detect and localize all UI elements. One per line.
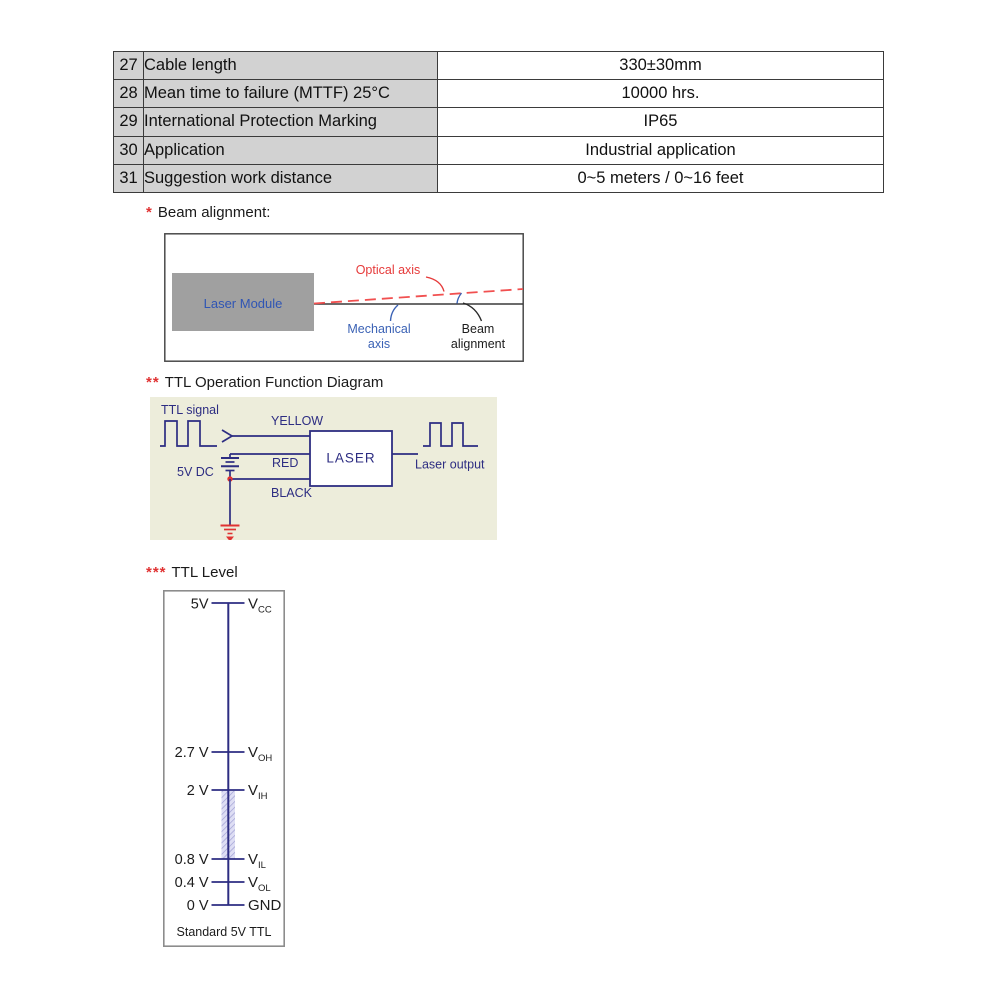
laser-module-box xyxy=(172,273,314,331)
table-row: 28 Mean time to failure (MTTF) 25°C 1000… xyxy=(113,79,884,109)
row-label-cell: Suggestion work distance xyxy=(143,163,438,193)
voltage-name: VOH xyxy=(248,744,272,764)
table-row: 29 International Protection Marking IP65 xyxy=(113,107,884,137)
voltage-value: 2.7 V xyxy=(175,745,209,761)
voltage-name: VCC xyxy=(248,596,272,616)
spec-table: 27 Cable length 330±30mm 28 Mean time to… xyxy=(113,50,884,193)
footnote-asterisk: * xyxy=(146,204,153,221)
yellow-wire-label: YELLOW xyxy=(271,414,323,428)
beam-alignment-diagram: Laser Module Optical axis Mechanical axi… xyxy=(164,233,524,362)
voltage-value: 0.8 V xyxy=(175,852,209,868)
red-wire-label: RED xyxy=(272,456,298,470)
voltage-values: 5V 2.7 V 2 V 0.8 V 0.4 V 0 V xyxy=(175,597,209,915)
voltage-name: VOL xyxy=(248,874,271,894)
row-number-cell: 27 xyxy=(113,50,144,81)
voltage-value: 0.4 V xyxy=(175,875,209,891)
voltage-ticks xyxy=(211,602,245,906)
row-number-cell: 29 xyxy=(113,107,144,137)
optical-axis-line xyxy=(313,288,524,305)
optical-axis-label: Optical axis xyxy=(356,263,421,277)
row-value-cell: 330±30mm xyxy=(437,50,884,81)
ttl-operation-diagram: TTL signal YELLOW RED BLACK 5V DC LASER xyxy=(150,397,497,540)
mechanical-axis-label: axis xyxy=(368,337,390,351)
row-number-cell: 30 xyxy=(113,135,144,165)
laser-box xyxy=(309,430,393,487)
ttl-signal-label: TTL signal xyxy=(161,403,219,417)
diagram-frame xyxy=(163,590,285,947)
beam-alignment-leader-line xyxy=(462,302,483,322)
ground-icon xyxy=(220,524,240,540)
beam-alignment-label: Beam xyxy=(462,322,495,336)
mechanical-axis-leader-line xyxy=(389,304,399,322)
diagram-caption: Standard 5V TTL xyxy=(177,925,272,939)
ttl-level-heading: ***TTL Level xyxy=(146,564,238,581)
laser-output-label: Laser output xyxy=(415,458,485,472)
table-row: 27 Cable length 330±30mm xyxy=(113,50,884,81)
laser-module-label: Laser Module xyxy=(204,296,283,311)
black-wire-label: BLACK xyxy=(271,486,313,500)
row-label-cell: Cable length xyxy=(143,50,438,81)
row-value-cell: Industrial application xyxy=(437,135,884,165)
mechanical-axis-label: Mechanical xyxy=(347,322,410,336)
voltage-name: VIL xyxy=(248,851,266,871)
voltage-value: 0 V xyxy=(187,898,209,914)
voltage-name: VIH xyxy=(248,782,268,802)
row-value-cell: IP65 xyxy=(437,107,884,137)
optical-axis-leader-line xyxy=(425,276,445,292)
row-number-cell: 28 xyxy=(113,79,144,109)
voltage-value: 2 V xyxy=(187,783,209,799)
laser-box-label: LASER xyxy=(326,451,375,466)
footnote-asterisks: ** xyxy=(146,374,160,391)
voltage-names: VCC VOH VIH VIL VOL GND xyxy=(248,596,282,915)
row-label-cell: International Protection Marking xyxy=(143,107,438,137)
row-value-cell: 10000 hrs. xyxy=(437,79,884,109)
footnote-asterisks: *** xyxy=(146,564,167,581)
ttl-level-diagram: 5V 2.7 V 2 V 0.8 V 0.4 V 0 V VCC VOH VIH… xyxy=(163,590,285,947)
ttl-operation-heading: **TTL Operation Function Diagram xyxy=(146,374,383,391)
ttl-operation-heading-text: TTL Operation Function Diagram xyxy=(164,374,384,391)
input-waveform-icon xyxy=(160,420,217,447)
beam-alignment-heading: *Beam alignment: xyxy=(146,204,270,221)
supply-voltage-label: 5V DC xyxy=(177,465,214,479)
voltage-value: 5V xyxy=(191,597,209,613)
voltage-name: GND xyxy=(248,897,282,914)
beam-alignment-heading-text: Beam alignment: xyxy=(157,204,271,221)
beam-alignment-label: alignment xyxy=(451,337,506,351)
ttl-level-heading-text: TTL Level xyxy=(171,564,238,581)
table-row: 30 Application Industrial application xyxy=(113,135,884,165)
row-label-cell: Application xyxy=(143,135,438,165)
table-row: 31 Suggestion work distance 0~5 meters /… xyxy=(113,163,884,193)
row-label-cell: Mean time to failure (MTTF) 25°C xyxy=(143,79,438,109)
battery-icon xyxy=(221,454,239,479)
output-waveform-icon xyxy=(423,422,478,447)
beam-angle-arc xyxy=(456,292,463,304)
row-number-cell: 31 xyxy=(113,163,144,193)
row-value-cell: 0~5 meters / 0~16 feet xyxy=(437,163,884,193)
